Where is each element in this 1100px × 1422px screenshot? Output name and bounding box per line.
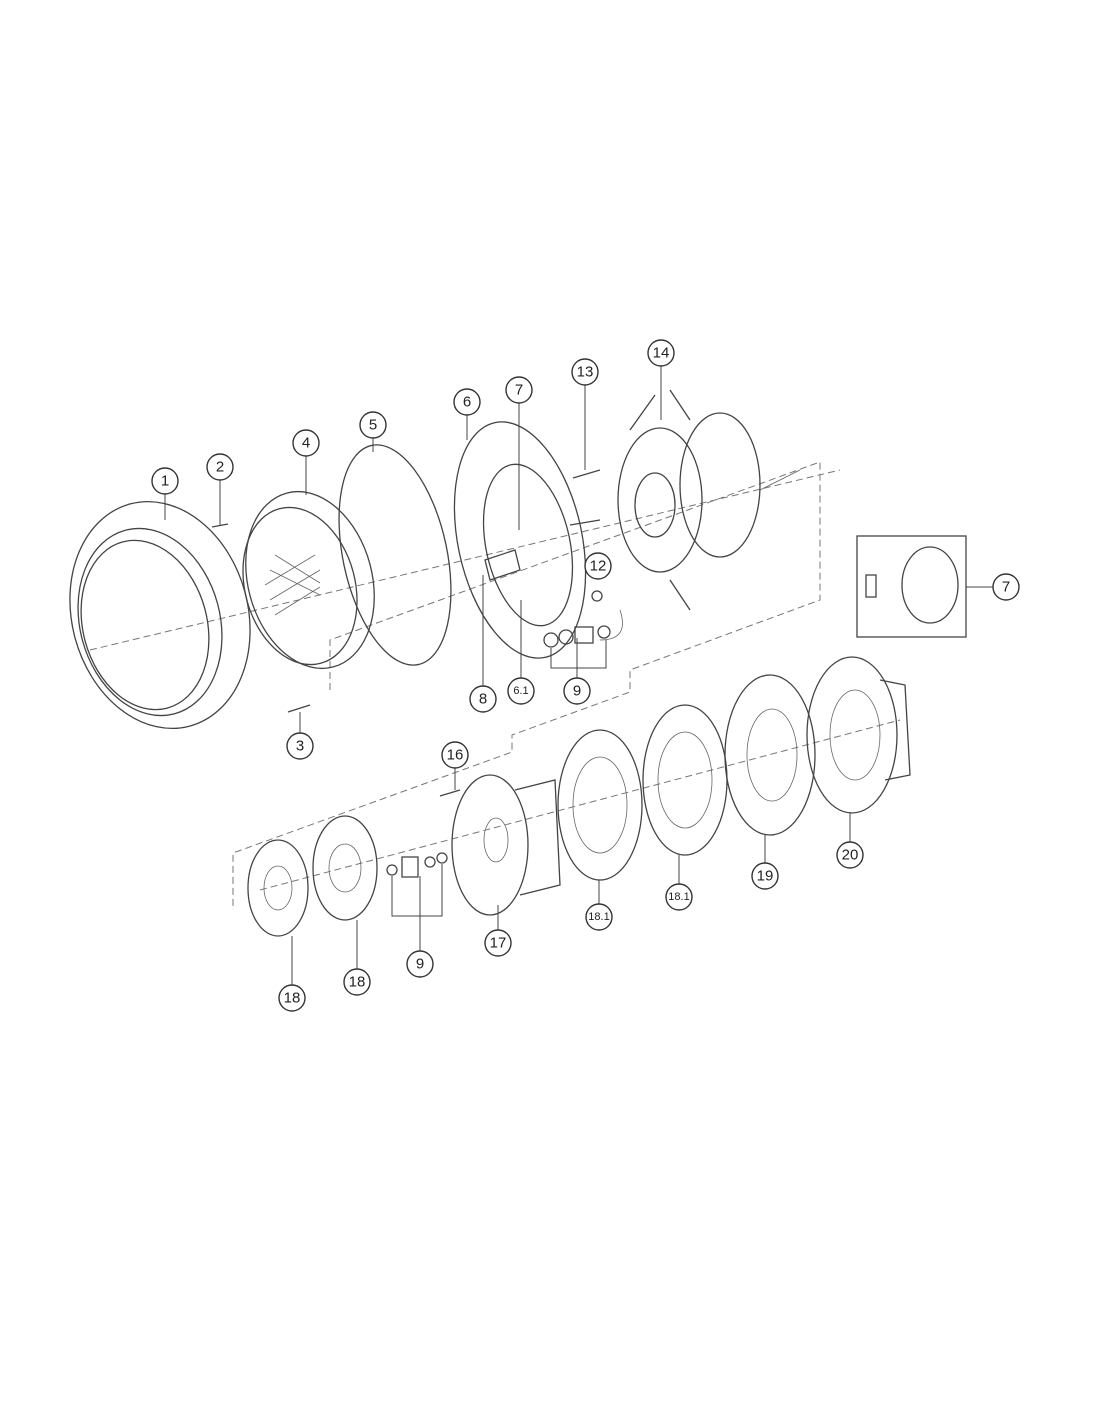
part-16-screw <box>439 789 461 797</box>
callout-2: 2 <box>206 453 234 481</box>
assembly-boundary <box>232 461 821 910</box>
callout-20: 20 <box>836 841 864 869</box>
callout-18-b: 18 <box>343 968 371 996</box>
svg-text:18.1: 18.1 <box>668 891 689 903</box>
callout-9: 9 <box>563 677 591 705</box>
svg-text:4: 4 <box>302 435 310 452</box>
svg-text:16: 16 <box>447 747 464 764</box>
svg-text:1: 1 <box>161 473 169 490</box>
svg-text:18: 18 <box>284 990 301 1007</box>
svg-text:9: 9 <box>573 683 581 700</box>
callout-1: 1 <box>151 467 179 495</box>
leader-lines <box>164 366 851 985</box>
svg-text:3: 3 <box>296 738 304 755</box>
callout-12: 12 <box>584 552 612 580</box>
svg-text:7: 7 <box>1002 579 1010 596</box>
callout-5: 5 <box>359 411 387 439</box>
part-13-screw <box>572 469 601 479</box>
part-19-flange <box>724 674 816 836</box>
part-6-flange <box>453 421 587 659</box>
part-12-nut <box>591 590 603 602</box>
callout-18-1-b: 18.1 <box>665 883 693 911</box>
callout-3: 3 <box>286 732 314 760</box>
svg-text:6.1: 6.1 <box>513 685 528 697</box>
callout-18-a: 18 <box>278 984 306 1012</box>
part-14-cage <box>569 389 801 641</box>
part-9-fittings <box>543 625 611 648</box>
svg-text:2: 2 <box>216 459 224 476</box>
svg-text:19: 19 <box>757 868 774 885</box>
svg-text:17: 17 <box>490 935 507 952</box>
svg-text:7: 7 <box>515 382 523 399</box>
callout-7: 7 <box>505 376 533 404</box>
lower-axis <box>259 719 901 891</box>
part-2-screw <box>211 523 229 528</box>
part-18-1-gasket-a <box>557 729 643 881</box>
callout-18-1-a: 18.1 <box>585 903 613 931</box>
svg-text:13: 13 <box>577 364 594 381</box>
part-18-1-gasket-b <box>642 704 728 856</box>
part-20-nut <box>806 656 911 814</box>
callout-6-1: 6.1 <box>507 677 535 705</box>
part-3-screw <box>287 704 311 713</box>
callout-14: 14 <box>647 339 675 367</box>
callout-6: 6 <box>453 388 481 416</box>
svg-text:14: 14 <box>653 345 670 362</box>
callout-17: 17 <box>484 929 512 957</box>
svg-text:18: 18 <box>349 974 366 991</box>
callout-9-lower: 9 <box>406 950 434 978</box>
svg-text:18.1: 18.1 <box>588 911 609 923</box>
part-18-gasket-b <box>312 815 378 921</box>
part-5-o-ring <box>338 444 452 666</box>
upper-axis <box>89 469 841 651</box>
callout-16: 16 <box>441 741 469 769</box>
svg-text:12: 12 <box>590 558 607 575</box>
part-1-front-ring <box>69 500 251 730</box>
svg-text:6: 6 <box>463 394 471 411</box>
part-7-inset <box>856 535 993 638</box>
part-18-gasket-a <box>247 839 309 937</box>
callout-19: 19 <box>751 862 779 890</box>
callout-7-inset: 7 <box>992 573 1020 601</box>
svg-text:5: 5 <box>369 417 377 434</box>
part-9-fittings-lower <box>386 852 448 878</box>
svg-text:8: 8 <box>479 691 487 708</box>
callout-13: 13 <box>571 358 599 386</box>
part-17-body <box>451 774 561 916</box>
callout-8: 8 <box>469 685 497 713</box>
part-4-lamp <box>242 490 375 670</box>
svg-text:20: 20 <box>842 847 859 864</box>
callout-4: 4 <box>292 429 320 457</box>
svg-text:9: 9 <box>416 956 424 973</box>
